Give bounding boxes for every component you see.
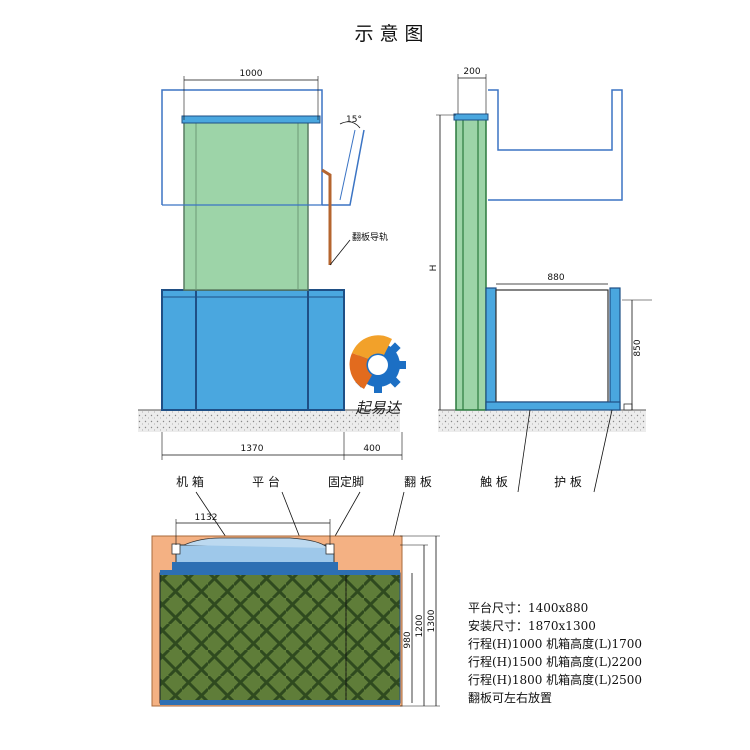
plan-view: 1132 980 1200 1300 xyxy=(151,513,440,707)
label-platform: 平 台 xyxy=(252,474,280,489)
platform-bottom-side xyxy=(485,401,621,411)
spec-stroke-1000: 行程(H)1000 机箱高度(L)1700 xyxy=(468,636,642,651)
machine-box-side xyxy=(495,289,609,403)
label-machine-box: 机 箱 xyxy=(176,474,204,489)
spec-install-size: 安装尺寸：1870x1300 xyxy=(468,618,596,633)
flap-tilted-outline xyxy=(322,129,365,206)
raised-platform-outline xyxy=(488,89,623,201)
dim-200: 200 xyxy=(463,67,480,77)
spec-platform-size: 平台尺寸：1400x880 xyxy=(468,600,588,615)
spec-flap-note: 翻板可左右放置 xyxy=(468,690,552,705)
dim-980: 980 xyxy=(403,631,413,648)
dim-1132: 1132 xyxy=(195,513,218,523)
diagram-title: 示意图 xyxy=(354,23,429,45)
spec-stroke-1500: 行程(H)1500 机箱高度(L)2200 xyxy=(468,654,642,669)
label-fixed-foot: 固定脚 xyxy=(328,474,364,489)
dim-1300: 1300 xyxy=(427,609,437,632)
label-touch-plate: 触 板 xyxy=(480,475,508,489)
rail-label: 翻板导轨 xyxy=(352,231,388,243)
machine-box-front xyxy=(161,289,345,411)
dim-1370: 1370 xyxy=(241,444,264,454)
label-guard-plate: 护 板 xyxy=(554,475,582,489)
ground-front xyxy=(138,410,400,432)
platform-plan xyxy=(159,572,401,704)
logo: 起易达 xyxy=(349,335,406,417)
spec-stroke-1800: 行程(H)1800 机箱高度(L)2500 xyxy=(468,672,642,687)
dim-850: 850 xyxy=(633,339,643,356)
dim-h: H xyxy=(429,265,439,272)
side-view: 200 H 880 850 xyxy=(429,67,652,432)
spec-list: 平台尺寸：1400x880 安装尺寸：1870x1300 行程(H)1000 机… xyxy=(468,600,642,705)
flap-guide-rail xyxy=(321,168,332,265)
part-labels: 机 箱 平 台 固定脚 翻 板 触 板 护 板 xyxy=(176,409,613,605)
dim-400: 400 xyxy=(363,444,380,454)
front-view: 15° 翻板导轨 1000 1370 400 xyxy=(138,69,403,460)
platform-top-bar xyxy=(181,115,321,124)
raised-outline-front xyxy=(161,89,323,205)
column-side xyxy=(455,117,487,411)
dim-1200: 1200 xyxy=(415,614,425,637)
dim-1000: 1000 xyxy=(240,69,263,79)
dim-880: 880 xyxy=(547,273,564,283)
logo-text: 起易达 xyxy=(355,399,402,417)
angle-label: 15° xyxy=(346,115,362,125)
label-flap: 翻 板 xyxy=(404,475,432,489)
ground-side xyxy=(438,410,646,432)
